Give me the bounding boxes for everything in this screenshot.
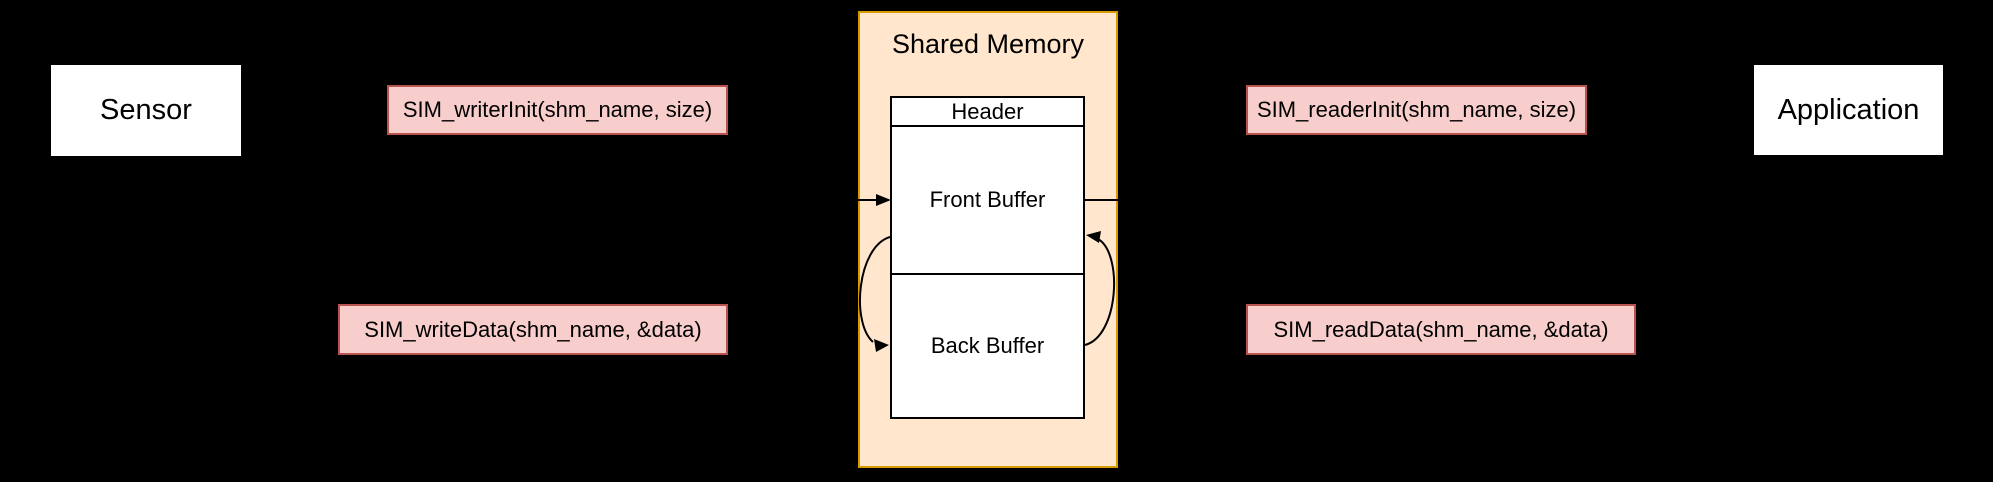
back-buffer-label: Back Buffer — [930, 333, 1045, 358]
header-section: Header — [892, 98, 1083, 127]
header-label: Header — [951, 98, 1024, 124]
shared-memory-title: Shared Memory — [891, 29, 1085, 59]
shared-memory-container: Shared Memory Header Front Buffer Back B… — [858, 11, 1118, 468]
sensor-node: Sensor — [49, 63, 243, 158]
memory-layout-box: Header Front Buffer Back Buffer — [890, 96, 1085, 419]
sensor-label: Sensor — [100, 94, 192, 126]
back-buffer-section: Back Buffer — [892, 275, 1083, 417]
front-buffer-section: Front Buffer — [892, 127, 1083, 275]
read-data-label: SIM_readData(shm_name, &data) — [1246, 304, 1636, 355]
writer-init-label: SIM_writerInit(shm_name, size) — [387, 85, 728, 135]
application-label: Application — [1777, 93, 1920, 126]
write-data-label: SIM_writeData(shm_name, &data) — [338, 304, 728, 355]
application-node: Application — [1752, 63, 1945, 157]
front-buffer-label: Front Buffer — [929, 187, 1046, 212]
reader-init-label: SIM_readerInit(shm_name, size) — [1246, 85, 1587, 135]
